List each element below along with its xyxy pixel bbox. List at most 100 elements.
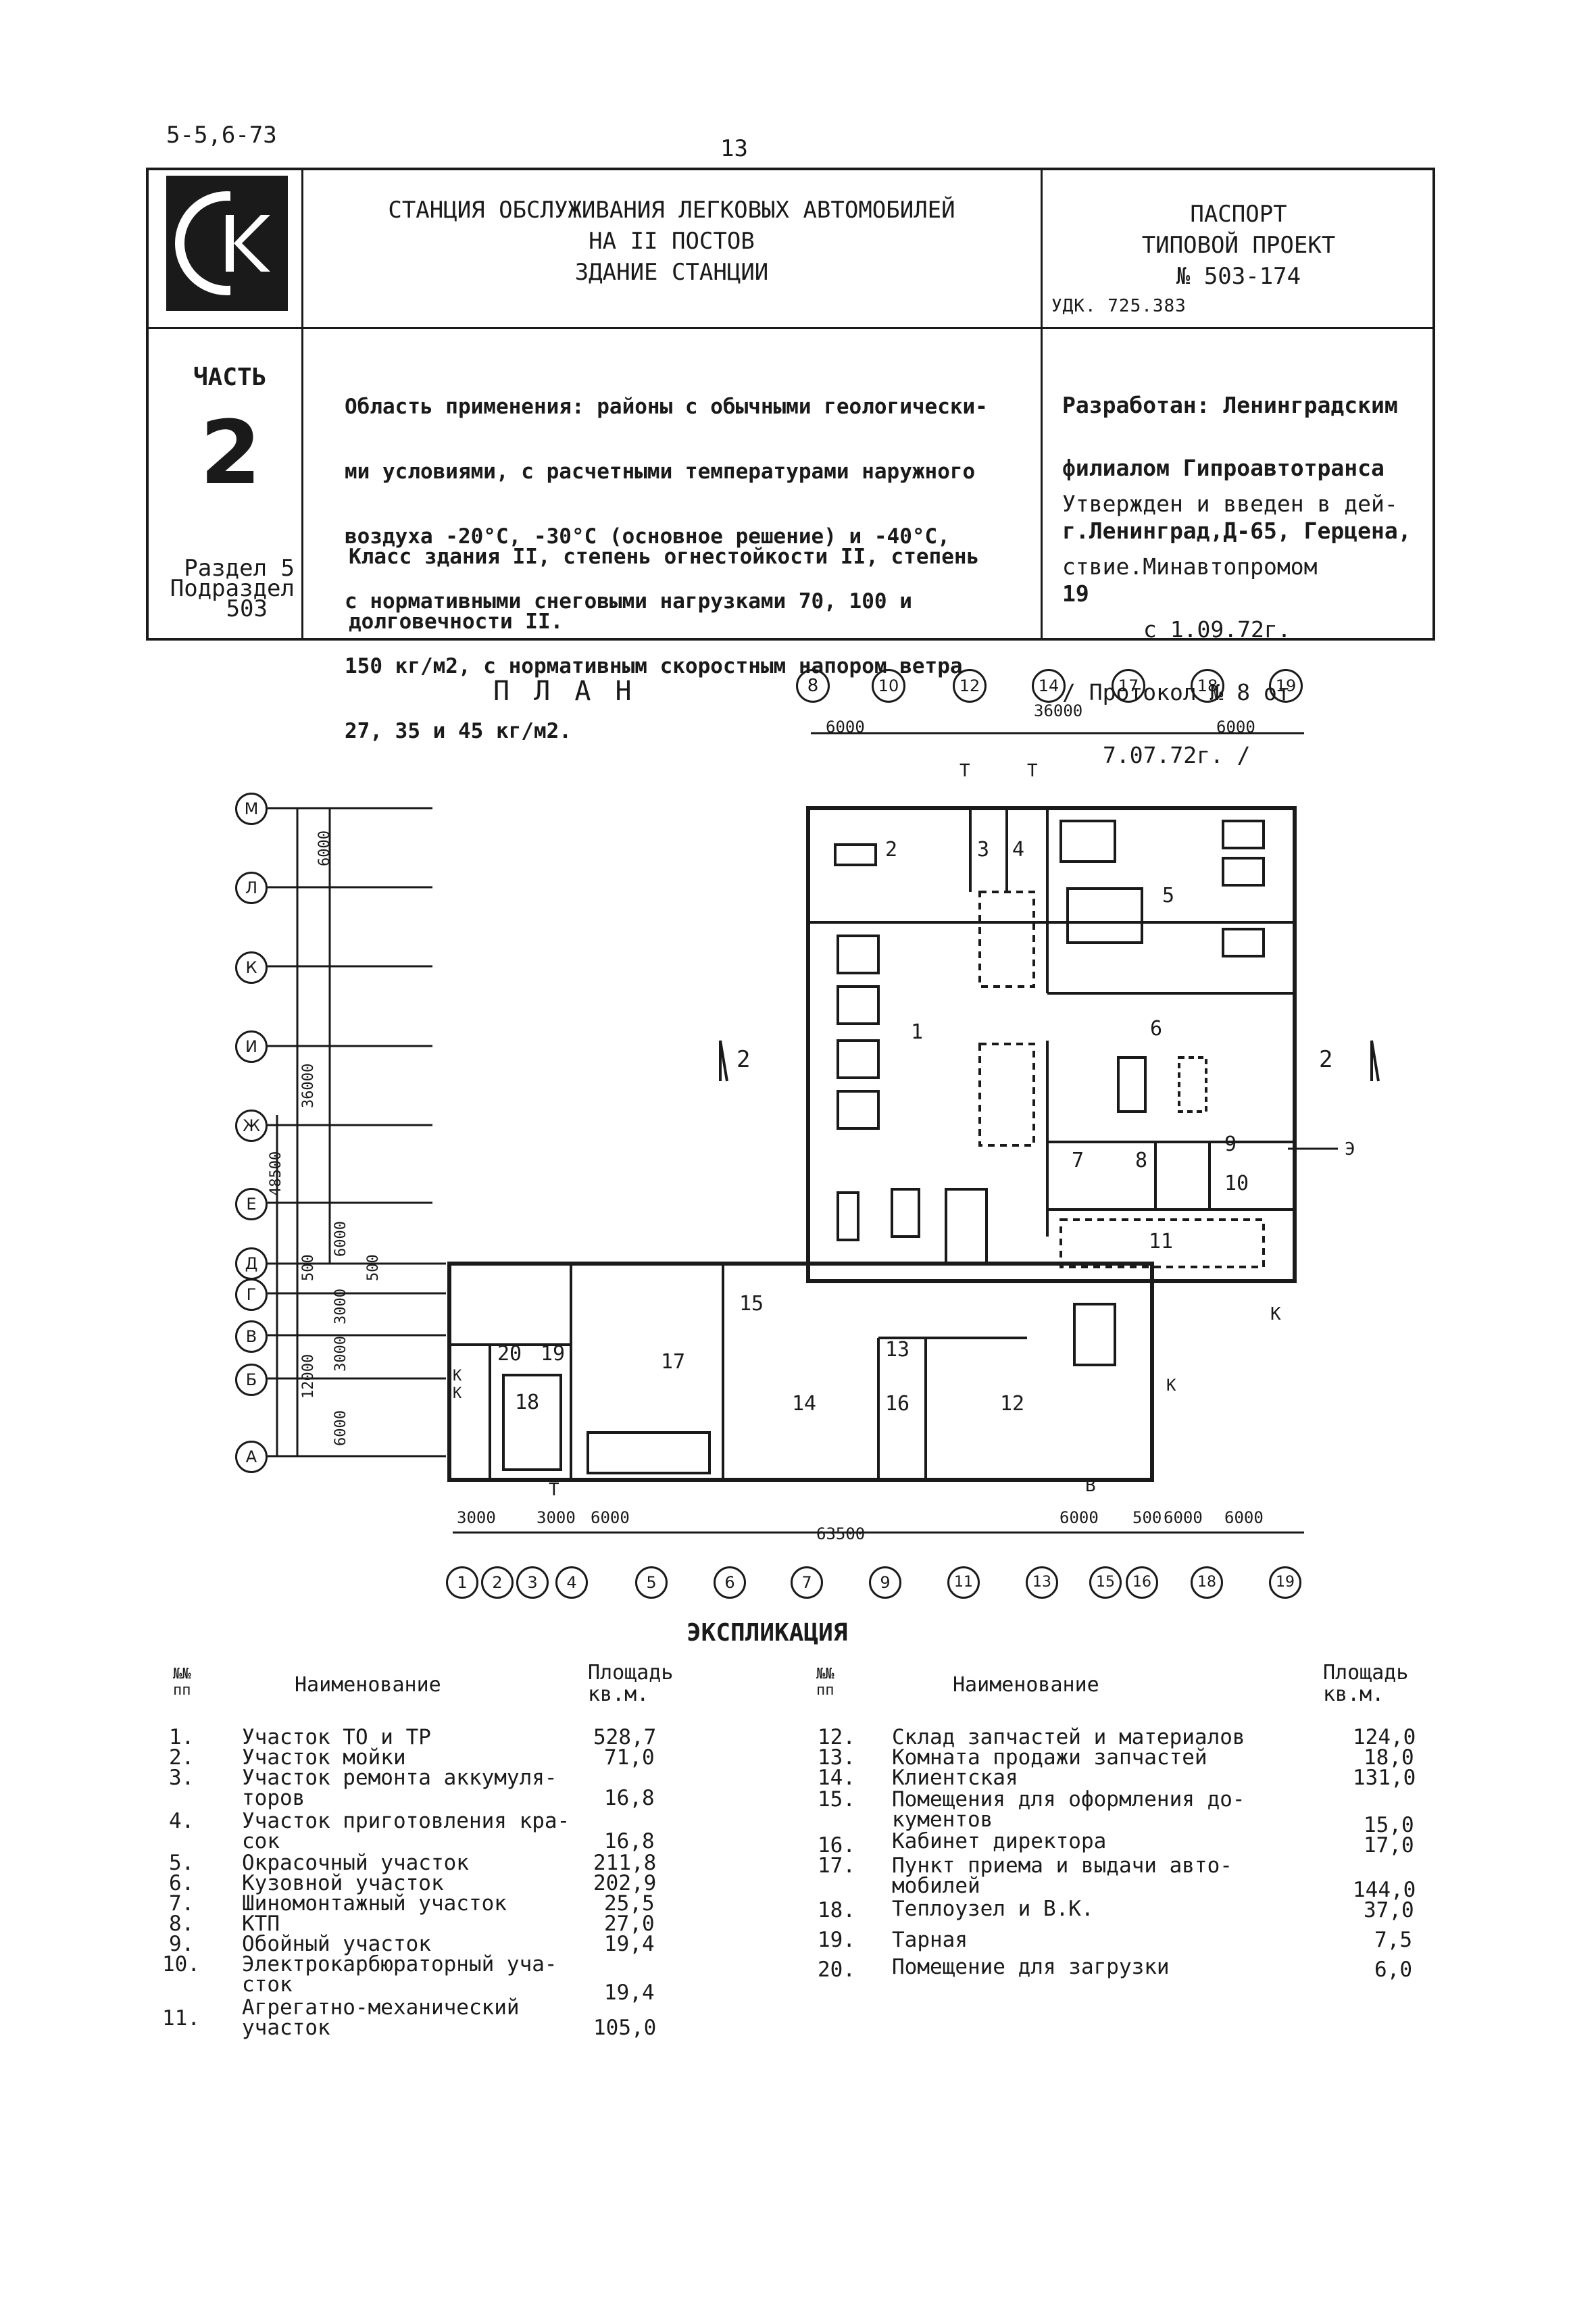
header-hline xyxy=(146,327,1435,329)
explication-right-header: №№ пп Наименование Площадь кв.м. xyxy=(808,1662,1430,1716)
section-mark-right: 2 xyxy=(1319,1046,1333,1073)
exp-right-20-num: 20. xyxy=(818,1958,855,1982)
bottom-axis-7: 7 xyxy=(791,1566,823,1599)
room-7: 7 xyxy=(1072,1149,1084,1172)
exp-right-15-area: 15,0 xyxy=(1364,1813,1414,1837)
exp-left-4-name-1: Участок приготовления кра- xyxy=(242,1809,570,1833)
top-dim-left: 6000 xyxy=(826,718,865,737)
left-axis-zh: Ж xyxy=(235,1110,268,1142)
exp-right-19-area: 7,5 xyxy=(1374,1928,1412,1952)
application-line-5: 150 кг/м2, с нормативным скоростным напо… xyxy=(345,654,963,678)
left-dim-500-b: 500 xyxy=(365,1254,382,1281)
developer-line-4: 19 xyxy=(1062,580,1089,607)
bottom-axis-2: 2 xyxy=(481,1566,514,1599)
exp-right-12-name: Склад запчастей и материалов xyxy=(892,1725,1245,1749)
bottom-dim-3: 6000 xyxy=(591,1508,630,1527)
bottom-axis-18: 18 xyxy=(1191,1566,1223,1599)
exp-right-13-name: Комната продажи запчастей xyxy=(892,1745,1207,1770)
approval-text: Утвержден и введен в дей- ствие.Минавтоп… xyxy=(1062,451,1398,787)
exp-left-7-area: 25,5 xyxy=(604,1891,655,1916)
room-5: 5 xyxy=(1162,884,1175,907)
top-axis-18: 18 xyxy=(1191,669,1224,703)
exp-right-15-name-2: кументов xyxy=(892,1808,993,1832)
room-8: 8 xyxy=(1135,1149,1148,1172)
bottom-axis-1: 1 xyxy=(446,1566,478,1599)
top-axis-10: 10 xyxy=(872,669,905,703)
exp-right-15-num: 15. xyxy=(818,1787,855,1812)
udk-code: УДК. 725.383 xyxy=(1051,296,1187,316)
exp-left-3-name-1: Участок ремонта аккумуля- xyxy=(242,1766,557,1790)
exp-left-10-name-2: сток xyxy=(242,1972,293,1997)
developer-line-2: филиалом Гипроавтотранса xyxy=(1062,455,1385,481)
left-dim-36000: 36000 xyxy=(300,1063,317,1108)
left-dim-6000-top: 6000 xyxy=(316,830,333,866)
exp-left-9-area: 19,4 xyxy=(604,1932,655,1956)
page-number: 13 xyxy=(720,135,748,162)
room-3: 3 xyxy=(977,838,990,862)
bottom-axis-13: 13 xyxy=(1026,1566,1058,1599)
application-line-1: Область применения: районы с обычными ге… xyxy=(345,395,988,419)
left-dim-3000-a: 3000 xyxy=(332,1289,349,1324)
exp-left-7-num: 7. xyxy=(169,1891,195,1916)
exp-left-3-num: 3. xyxy=(169,1766,195,1790)
exp-left-4-num: 4. xyxy=(169,1809,195,1833)
exp-right-20-area: 6,0 xyxy=(1374,1958,1412,1982)
left-axis-d: Д xyxy=(235,1247,268,1280)
exp-right-16-name: Кабинет директора xyxy=(892,1829,1107,1853)
bottom-axis-16: 16 xyxy=(1126,1566,1158,1599)
room-20: 20 xyxy=(497,1342,522,1366)
bottom-dim-2: 3000 xyxy=(537,1508,576,1527)
approval-line-5: 7.07.72г. / xyxy=(1103,742,1251,768)
bottom-axis-5: 5 xyxy=(635,1566,668,1599)
exp-right-13-num: 13. xyxy=(818,1745,855,1770)
exp-right-18-area: 37,0 xyxy=(1364,1898,1414,1922)
exp-right-17-name-1: Пункт приема и выдачи авто- xyxy=(892,1853,1232,1878)
entry-mark-k2: К xyxy=(1166,1376,1176,1395)
exp-left-4-name-2: сок xyxy=(242,1829,280,1853)
exp-left-5-area: 211,8 xyxy=(593,1851,657,1875)
bottom-dim-7: 6000 xyxy=(1224,1508,1264,1527)
bottom-axis-4: 4 xyxy=(555,1566,588,1599)
passport-block: ПАСПОРТ ТИПОВОЙ ПРОЕКТ № 503-174 xyxy=(1043,199,1435,292)
application-area-text: Область применения: районы с обычными ге… xyxy=(345,353,988,764)
section-mark-left: 2 xyxy=(737,1046,751,1073)
exp-left-8-num: 8. xyxy=(169,1912,195,1936)
bottom-dim-5: 500 xyxy=(1132,1508,1162,1527)
left-axis-k: К xyxy=(235,951,268,984)
left-axis-b: Б xyxy=(235,1364,268,1396)
exp-right-14-area: 131,0 xyxy=(1353,1766,1416,1790)
exp-right-20-name: Помещение для загрузки xyxy=(892,1955,1170,1979)
left-axis-v: В xyxy=(235,1320,268,1353)
exp-right-19-num: 19. xyxy=(818,1928,855,1952)
building-class-text: Класс здания II, степень огнестойкости I… xyxy=(349,503,979,654)
bottom-axis-6: 6 xyxy=(714,1566,746,1599)
left-dim-12000: 12000 xyxy=(300,1353,317,1399)
exp-left-6-name: Кузовной участок xyxy=(242,1871,444,1895)
exp-left-2-area: 71,0 xyxy=(604,1745,655,1770)
left-dim-6000-bottom: 6000 xyxy=(332,1410,349,1446)
section-line-1: Раздел 5 xyxy=(184,555,295,582)
room-4: 4 xyxy=(1012,838,1025,862)
exp-left-9-name: Обойный участок xyxy=(242,1932,431,1956)
explication-left-list: 1. Участок ТО и ТР 528,7 2. Участок мойк… xyxy=(155,1727,696,2065)
exp-left-11-num: 11. xyxy=(162,2006,200,2031)
header-vline-left xyxy=(301,168,303,641)
room-17: 17 xyxy=(661,1350,686,1374)
header-vline-right xyxy=(1041,168,1043,641)
entry-mark-k1: К xyxy=(1270,1304,1281,1324)
col-name-right: Наименование xyxy=(953,1673,1099,1697)
project-type-label: ТИПОВОЙ ПРОЕКТ xyxy=(1141,232,1336,259)
col-area-left: Площадь кв.м. xyxy=(588,1661,674,1706)
exp-left-2-num: 2. xyxy=(169,1745,195,1770)
exp-right-12-num: 12. xyxy=(818,1725,855,1749)
exp-left-1-name: Участок ТО и ТР xyxy=(242,1725,431,1749)
approval-line-2: ствие.Минавтопромом xyxy=(1062,553,1318,580)
explication-title: ЭКСПЛИКАЦИЯ xyxy=(687,1619,848,1647)
room-9: 9 xyxy=(1224,1132,1237,1156)
exp-right-17-num: 17. xyxy=(818,1853,855,1878)
exp-right-14-num: 14. xyxy=(818,1766,855,1790)
title-line-1: СТАНЦИЯ ОБСЛУЖИВАНИЯ ЛЕГКОВЫХ АВТОМОБИЛЕ… xyxy=(388,197,955,224)
bottom-dim-1: 3000 xyxy=(457,1508,496,1527)
exp-right-16-num: 16. xyxy=(818,1833,855,1858)
exp-left-1-area: 528,7 xyxy=(593,1725,657,1749)
